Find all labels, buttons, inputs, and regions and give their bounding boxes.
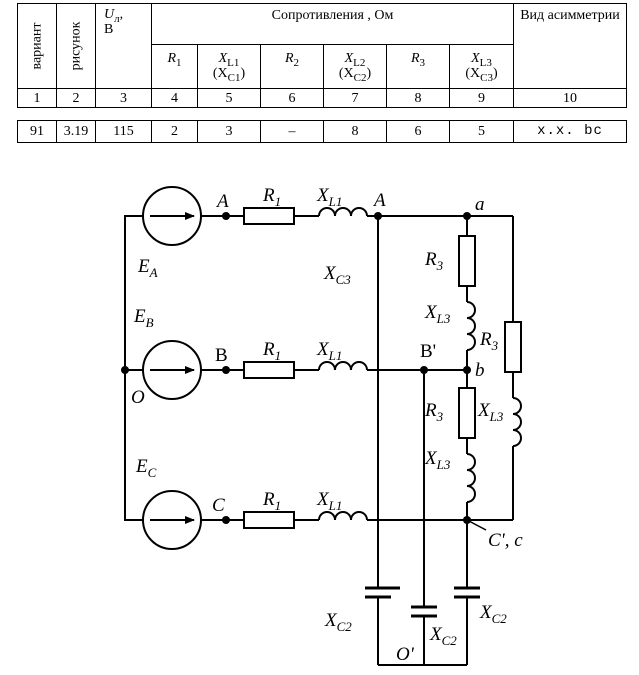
- column-number-row: 1 2 3 4 5 6 7 8 9 10: [17, 88, 627, 108]
- resistor-r1-b: [243, 361, 295, 379]
- label-xc2-left: XC2: [324, 610, 352, 634]
- inductor-xl3-bc: [466, 453, 476, 503]
- label-xl3-ab: XL3: [424, 302, 451, 326]
- label-ec: EC: [135, 456, 157, 480]
- label-xc3: XC3: [323, 263, 351, 287]
- junction-load-a: [463, 212, 471, 220]
- cell-variant: 91: [17, 120, 57, 143]
- resistor-r3-ac: [504, 321, 522, 373]
- junction-c: [222, 516, 230, 524]
- label-a-node: A: [372, 190, 386, 211]
- label-xl3-ac: XL3: [477, 400, 504, 424]
- label-ea: EA: [137, 256, 158, 280]
- junction-load-c: [463, 516, 471, 524]
- label-eb: EB: [133, 306, 154, 330]
- sub-header-row: R1 XL1(XC1) R2 XL2(XC2) R3 XL3(XC3): [18, 44, 627, 89]
- label-xc2-mid: XC2: [429, 624, 457, 648]
- cell-voltage: 115: [95, 120, 152, 143]
- junction-a: [222, 212, 230, 220]
- label-b-prime: B': [420, 341, 436, 362]
- inductor-xl1-b: [318, 361, 368, 371]
- label-xl1-b: XL1: [316, 339, 342, 363]
- label-r1-b: R1: [262, 339, 281, 363]
- header-variant: вариант: [17, 3, 57, 89]
- junction-load-b: [463, 366, 471, 374]
- label-c-prime-c: C', c: [488, 530, 523, 551]
- header-xl1: XL1(XC1): [197, 44, 261, 89]
- label-r3-ac: R3: [479, 329, 499, 353]
- label-r1-c: R1: [262, 489, 281, 513]
- label-xl1-a: XL1: [316, 185, 342, 209]
- header-xl2: XL2(XC2): [323, 44, 387, 89]
- label-xc2-right: XC2: [479, 602, 507, 626]
- inductor-xl1-a: [318, 207, 368, 217]
- label-r1-a: R1: [262, 185, 281, 209]
- label-o-prime: O': [396, 644, 415, 665]
- junction-b-prime: [420, 366, 428, 374]
- inductor-xl1-c: [318, 511, 368, 521]
- header-xl3: XL3(XC3): [449, 44, 514, 89]
- resistor-r3-ab: [458, 235, 476, 287]
- cell-figure: 3.19: [56, 120, 96, 143]
- resistor-r1-c: [243, 511, 295, 529]
- label-b: B: [215, 345, 228, 366]
- table-row: 91 3.19 115 2 3 – 8 6 5 х.х. bc: [17, 120, 627, 143]
- header-r1: R1: [151, 44, 198, 89]
- label-o: O: [131, 387, 145, 408]
- parameters-table: вариант рисунок Uл,В Сопротивления , Ом …: [17, 3, 627, 143]
- junction-a2: [374, 212, 382, 220]
- label-xl1-c: XL1: [316, 489, 342, 513]
- resistor-r3-bc: [458, 387, 476, 439]
- label-node-a: a: [475, 194, 485, 215]
- header-resistances: Сопротивления , Ом: [151, 3, 514, 45]
- cell-xl1: 3: [197, 120, 261, 143]
- inductor-xl3-ab: [466, 301, 476, 351]
- header-asymmetry: Вид асимметрии: [513, 3, 627, 89]
- inductor-xl3-ac: [512, 397, 522, 447]
- cell-asymmetry: х.х. bc: [513, 120, 627, 143]
- label-xl3-bc: XL3: [424, 448, 451, 472]
- label-a: A: [215, 191, 229, 212]
- junction-b: [222, 366, 230, 374]
- label-r3-ab: R3: [424, 249, 444, 273]
- resistor-r1-a: [243, 207, 295, 225]
- header-r3: R3: [386, 44, 450, 89]
- header-r2: R2: [260, 44, 324, 89]
- header-figure: рисунок: [56, 3, 96, 89]
- label-c: C: [212, 495, 225, 516]
- label-r3-bc: R3: [424, 400, 444, 424]
- header-voltage: Uл,В: [95, 3, 152, 89]
- junction-o: [121, 366, 129, 374]
- label-node-b: b: [475, 360, 485, 381]
